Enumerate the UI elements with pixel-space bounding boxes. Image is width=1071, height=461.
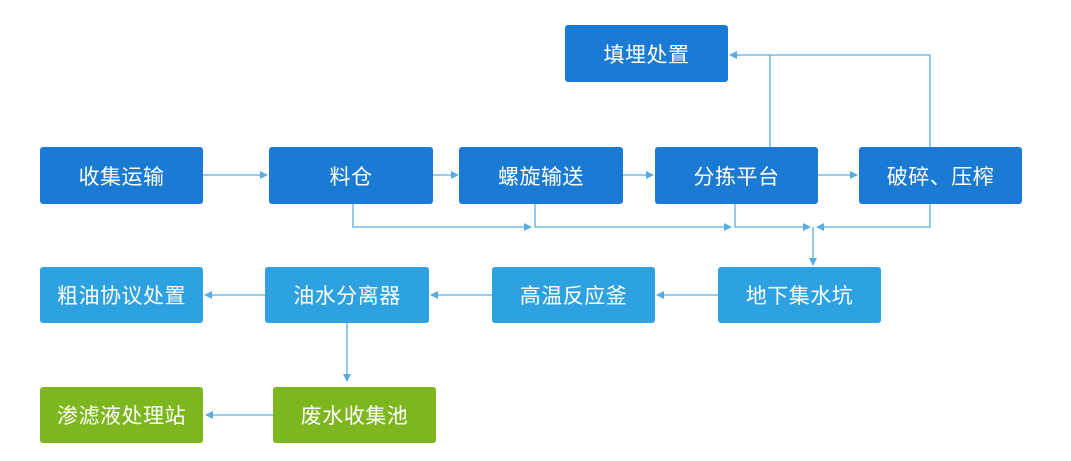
arrow-crushing-to-landfill — [729, 51, 931, 147]
node-label: 废水收集池 — [300, 404, 409, 428]
node-silo: 料仓 — [269, 147, 433, 204]
node-label: 填埋处置 — [603, 42, 690, 67]
arrow-screw-to-drain-line — [534, 204, 732, 231]
node-label: 螺旋输送 — [498, 164, 584, 189]
node-crude-oil-disposal: 粗油协议处置 — [40, 267, 203, 323]
node-label: 地下集水坑 — [745, 284, 854, 308]
arrow-crushing-to-drain-line — [816, 204, 931, 231]
node-label: 粗油协议处置 — [57, 284, 186, 308]
arrow-silo-to-drain-line — [352, 204, 532, 231]
node-landfill-disposal: 填埋处置 — [565, 25, 728, 82]
node-collection-transport: 收集运输 — [40, 147, 203, 204]
node-crushing-pressing: 破碎、压榨 — [859, 147, 1022, 204]
node-sorting-platform: 分拣平台 — [655, 147, 818, 204]
node-label: 料仓 — [329, 164, 373, 189]
node-label: 分拣平台 — [693, 164, 780, 189]
node-underground-sump: 地下集水坑 — [718, 267, 881, 323]
node-label: 破碎、压榨 — [886, 164, 995, 189]
node-screw-conveyor: 螺旋输送 — [459, 147, 623, 204]
node-label: 油水分离器 — [293, 284, 401, 308]
node-leachate-treatment: 渗滤液处理站 — [40, 387, 203, 443]
node-high-temp-reactor: 高温反应釜 — [492, 267, 655, 323]
node-wastewater-tank: 废水收集池 — [273, 387, 436, 443]
node-oil-water-separator: 油水分离器 — [265, 267, 429, 323]
arrow-sorting-to-drain-line — [734, 204, 811, 231]
node-label: 高温反应釜 — [519, 284, 628, 308]
node-label: 收集运输 — [78, 164, 165, 189]
node-label: 渗滤液处理站 — [57, 404, 186, 428]
